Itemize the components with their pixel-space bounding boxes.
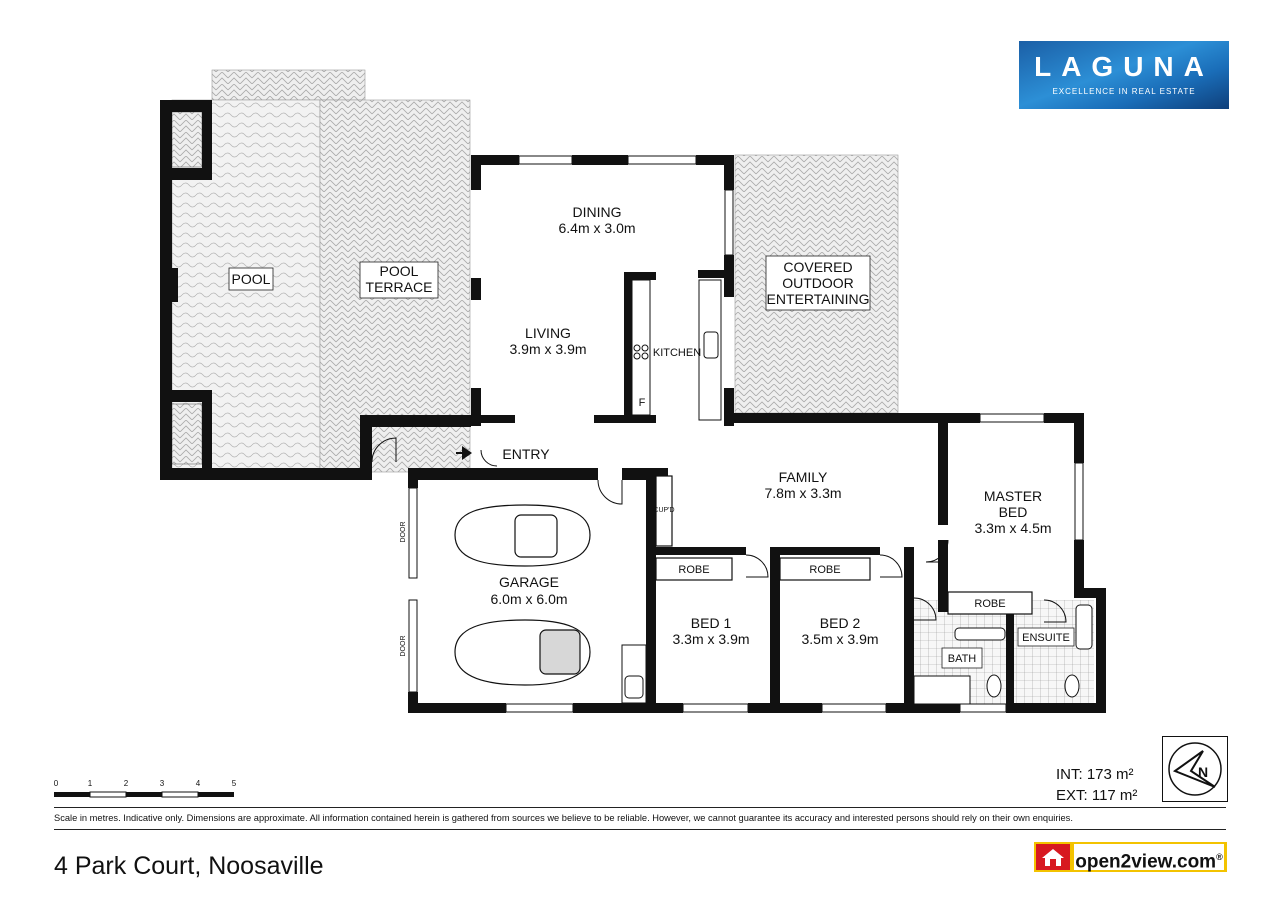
logo-name: LAGUNA bbox=[1034, 51, 1214, 82]
scale-bar: 0 1 2 3 4 5 bbox=[54, 779, 237, 798]
cupboard-label: CUP'D bbox=[653, 507, 674, 514]
scale-tick: 5 bbox=[232, 779, 237, 788]
scale-tick: 0 bbox=[54, 779, 59, 788]
compass-letter: N bbox=[1198, 764, 1208, 780]
registered-mark: ® bbox=[1216, 852, 1223, 862]
ensuite-label: ENSUITE bbox=[1022, 632, 1070, 644]
pool-terrace-label-2: TERRACE bbox=[366, 279, 433, 295]
scale-tick: 1 bbox=[88, 779, 93, 788]
bed2-robe-label: ROBE bbox=[809, 564, 840, 576]
living-dimensions: 3.9m x 3.9m bbox=[509, 341, 586, 357]
master-bed-label-2: BED bbox=[999, 504, 1028, 520]
disclaimer-text: Scale in metres. Indicative only. Dimens… bbox=[54, 813, 1073, 823]
garage-cars bbox=[454, 504, 591, 686]
master-robe-label: ROBE bbox=[974, 598, 1005, 610]
fixtures bbox=[621, 331, 1093, 705]
covered-outdoor-label-3: ENTERTAINING bbox=[767, 291, 870, 307]
divider bbox=[54, 829, 1226, 830]
garage-door-label: DOOR bbox=[400, 522, 407, 543]
bath-label: BATH bbox=[948, 653, 977, 665]
covered-outdoor-label-2: OUTDOOR bbox=[782, 275, 854, 291]
pool-label: POOL bbox=[232, 271, 271, 287]
garage-dimensions: 6.0m x 6.0m bbox=[490, 591, 567, 607]
master-bed-dimensions: 3.3m x 4.5m bbox=[974, 520, 1051, 536]
garage-door-label-2: DOOR bbox=[400, 636, 407, 657]
bed2-dimensions: 3.5m x 3.9m bbox=[801, 631, 878, 647]
open2view-name-text: open2view.com bbox=[1075, 851, 1217, 873]
open2view-name: open2view.com® bbox=[1074, 844, 1224, 873]
house-walls bbox=[360, 155, 1106, 713]
master-bed-label: MASTER bbox=[984, 488, 1042, 504]
family-dimensions: 7.8m x 3.3m bbox=[764, 485, 841, 501]
internal-area: INT: 173 m² bbox=[1056, 766, 1134, 783]
logo-tagline: EXCELLENCE IN REAL ESTATE bbox=[1052, 87, 1196, 96]
windows bbox=[408, 155, 1084, 713]
laguna-logo: LAGUNA EXCELLENCE IN REAL ESTATE bbox=[1019, 41, 1229, 109]
dining-label: DINING bbox=[573, 204, 622, 220]
bed1-dimensions: 3.3m x 3.9m bbox=[672, 631, 749, 647]
entry-arrow-icon bbox=[456, 446, 472, 460]
north-compass-icon: N bbox=[1162, 736, 1228, 802]
external-area: EXT: 117 m² bbox=[1056, 787, 1138, 804]
family-label: FAMILY bbox=[779, 469, 828, 485]
kitchen-label: KITCHEN bbox=[653, 347, 701, 359]
door-swings bbox=[371, 437, 1067, 623]
entry-label: ENTRY bbox=[502, 446, 550, 462]
scale-tick: 3 bbox=[160, 779, 165, 788]
room-labels: POOL POOL TERRACE DINING 6.4m x 3.0m LIV… bbox=[228, 204, 1075, 669]
covered-outdoor-label: COVERED bbox=[783, 259, 852, 275]
dining-dimensions: 6.4m x 3.0m bbox=[558, 220, 635, 236]
bed1-label: BED 1 bbox=[691, 615, 732, 631]
bed1-robe-label: ROBE bbox=[678, 564, 709, 576]
fridge-label: F bbox=[639, 397, 646, 409]
open2view-logo: open2view.com® bbox=[1034, 842, 1227, 872]
divider bbox=[54, 807, 1226, 808]
scale-tick: 4 bbox=[196, 779, 201, 788]
living-label: LIVING bbox=[525, 325, 571, 341]
house-icon bbox=[1036, 844, 1070, 870]
bed2-label: BED 2 bbox=[820, 615, 861, 631]
pool-terrace-label: POOL bbox=[380, 263, 419, 279]
property-address: 4 Park Court, Noosaville bbox=[54, 852, 324, 880]
scale-tick: 2 bbox=[124, 779, 129, 788]
pool-walls bbox=[160, 100, 360, 480]
garage-label: GARAGE bbox=[499, 574, 559, 590]
